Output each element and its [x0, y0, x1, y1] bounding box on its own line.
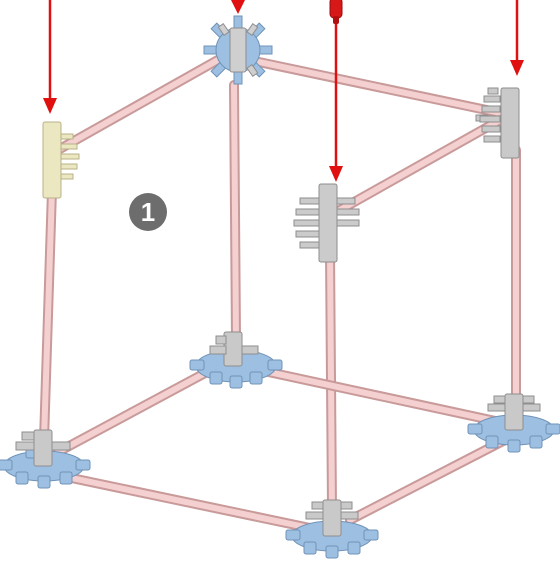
- connector-blue-bottom-back: [189, 331, 283, 389]
- arrow-top-center: [231, 0, 245, 14]
- connector-blue-bottom-front: [285, 499, 379, 559]
- rod-bottom-left-back: [53, 360, 225, 457]
- connector-gray-front-top: [293, 183, 360, 263]
- rods: [39, 47, 521, 533]
- connector-blue-top-back: [203, 15, 273, 85]
- arrow-front: [329, 20, 343, 182]
- rod-top-back: [235, 53, 515, 120]
- step-number: 1: [141, 197, 155, 227]
- connector-gray-top-right: [475, 87, 520, 159]
- rod-bottom-front-right: [345, 435, 510, 525]
- rod-top-left: [53, 47, 237, 155]
- rod-vertical-back: [229, 80, 241, 343]
- arrow-top-right: [510, 0, 524, 76]
- rod-vertical-front: [325, 247, 337, 513]
- arrow-left: [43, 0, 57, 114]
- step-number-badge: 1: [129, 193, 167, 231]
- rod-bottom-front-left: [57, 471, 315, 533]
- rod-bottom-back: [245, 363, 505, 427]
- part-separator-tool-icon: [329, 0, 343, 24]
- rod-top-right: [335, 115, 505, 215]
- rod-vertical-left: [39, 185, 57, 445]
- connector-beige-left: [42, 121, 80, 199]
- connector-blue-bottom-left: [0, 429, 91, 489]
- connector-blue-bottom-right: [467, 393, 560, 453]
